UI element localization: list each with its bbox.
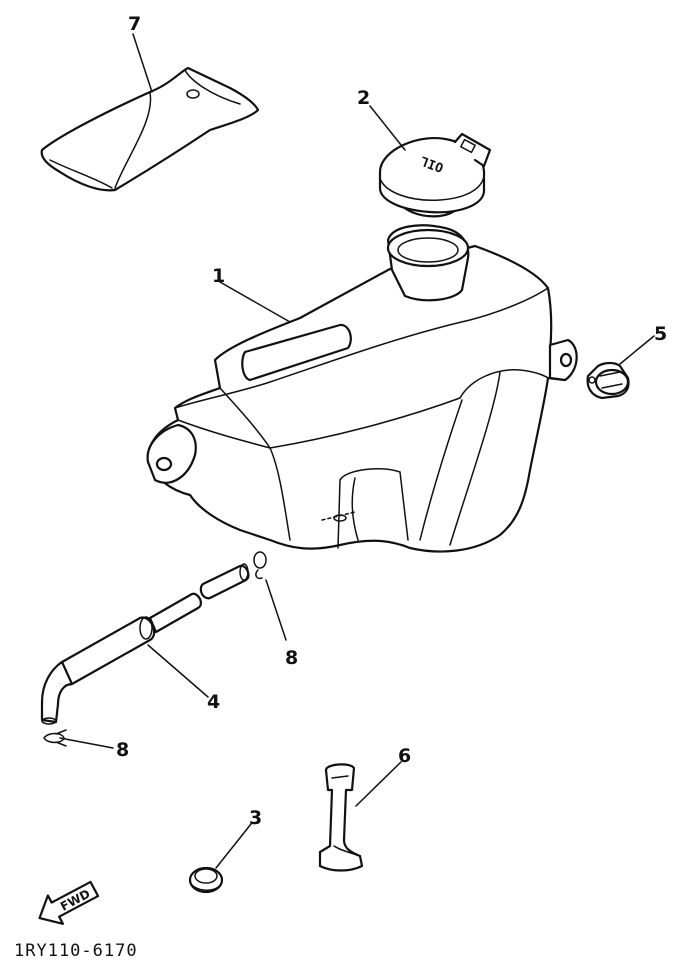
part-3-grommet [188,866,224,894]
part-7-pad [40,66,260,192]
callout-labels: 7 2 1 5 6 3 4 8 8 [116,13,667,829]
part-2-oil-cap: OIL [378,132,492,218]
leader-lines [59,33,655,869]
forward-direction-arrow: FWD [38,880,100,925]
callout-3: 3 [249,807,262,829]
callout-8-lower: 8 [116,739,129,761]
part-6-strap [318,763,364,872]
part-1-oil-tank [146,224,578,553]
callout-7: 7 [128,13,141,35]
callout-2: 2 [357,87,370,109]
part-8-clip-upper [253,551,267,580]
callout-1: 1 [212,265,225,287]
drawing-code: 1RY110-6170 [14,941,138,961]
callout-8-upper: 8 [285,647,298,669]
callout-6: 6 [398,745,411,767]
part-5-bolt [586,361,630,400]
callout-5: 5 [654,323,667,345]
callout-4: 4 [207,691,220,713]
part-4-hose [40,563,250,725]
